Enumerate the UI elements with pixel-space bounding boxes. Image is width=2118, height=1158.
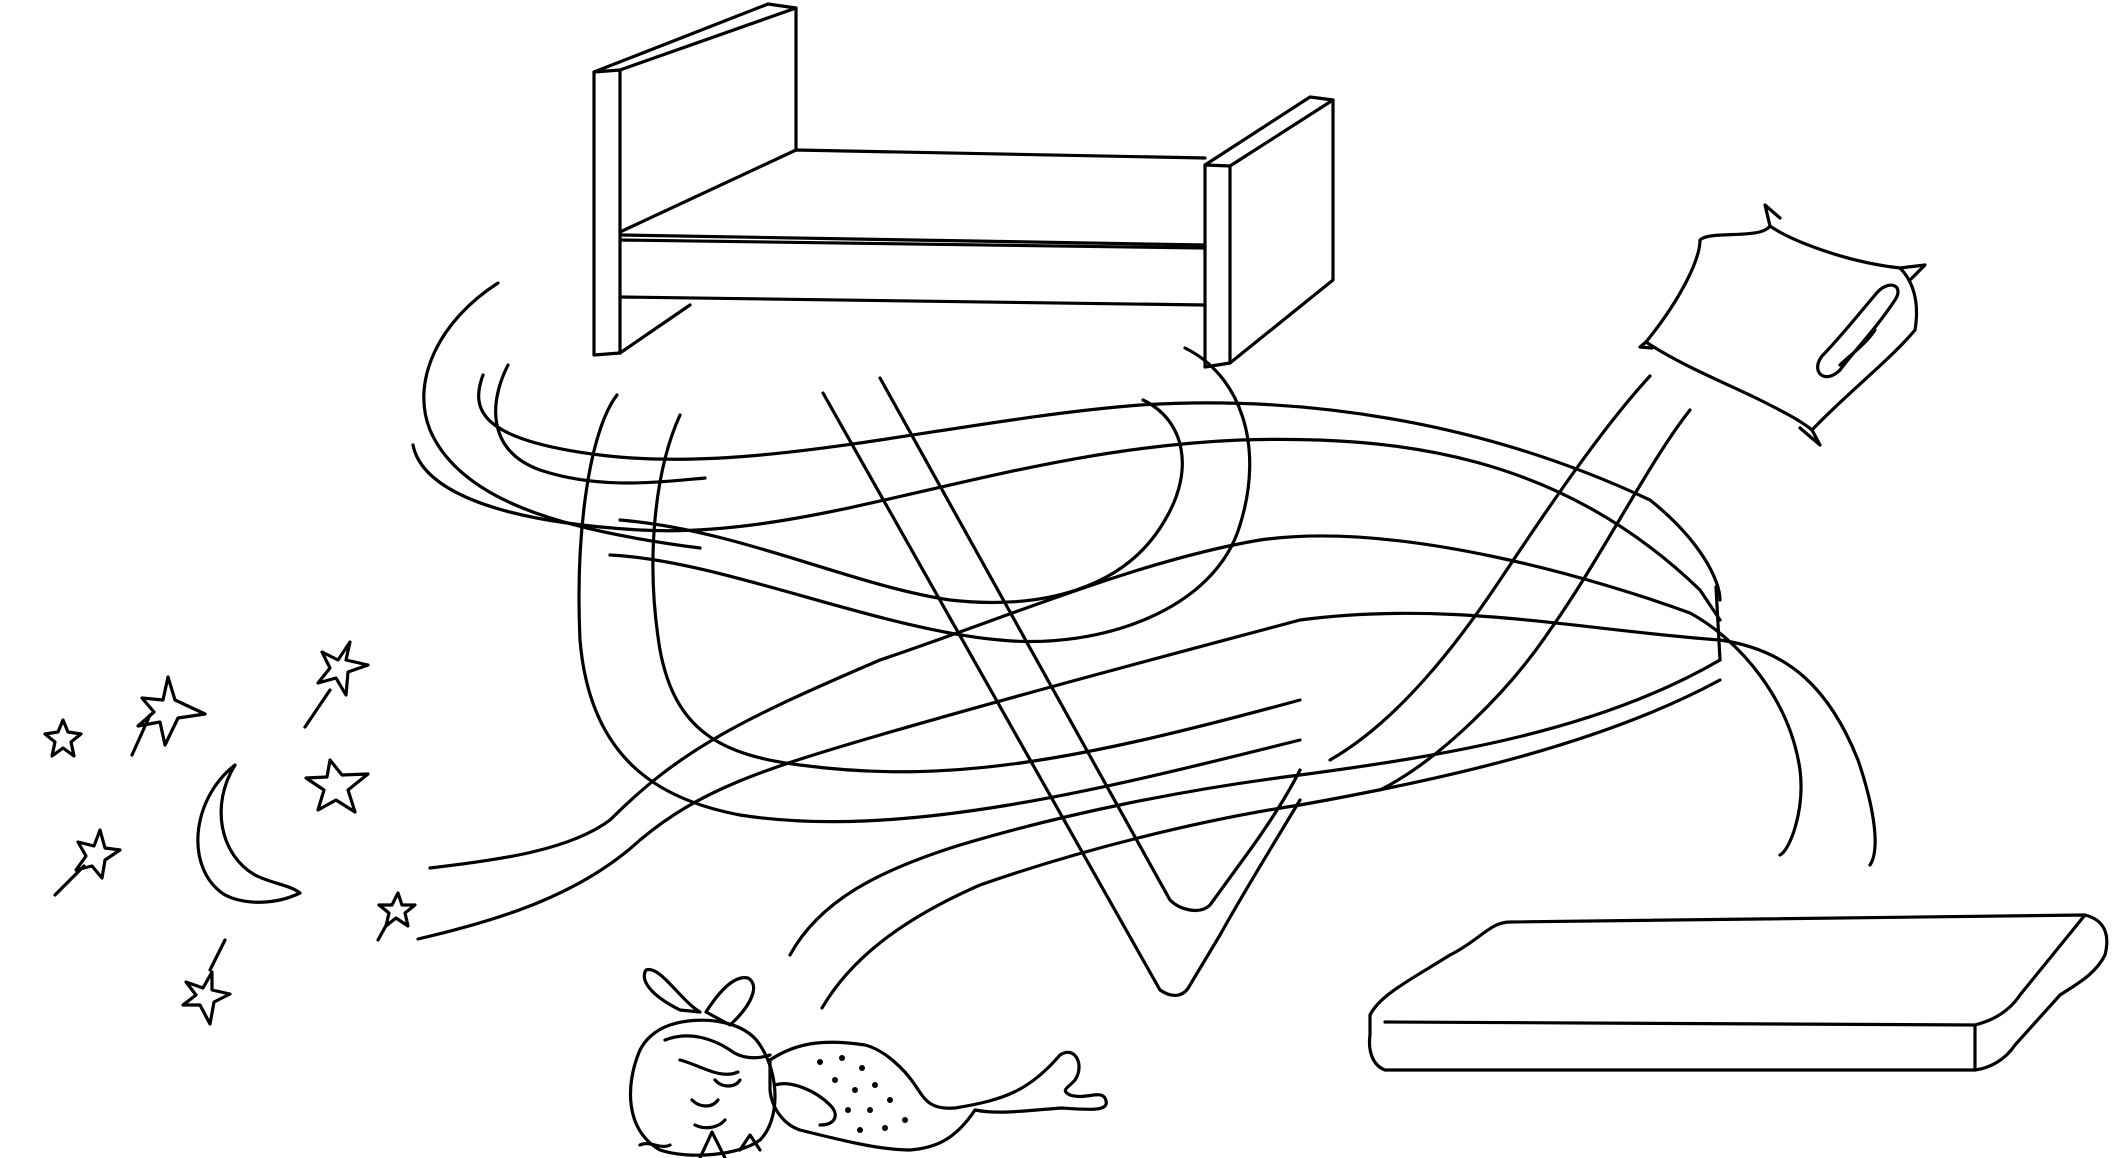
star-icon [377,891,417,928]
star-icon [43,718,83,758]
path-to-pillow [1328,374,1692,792]
star-icon [376,920,390,942]
star-icon [130,713,152,757]
pillow-icon[interactable] [1638,203,1927,447]
bed-frame-icon[interactable] [592,2,1335,369]
moon-and-stars-icon[interactable] [43,640,417,1026]
path-to-bed-right-arc [608,346,1252,644]
star-icon [181,970,232,1026]
sleeping-girl-icon[interactable] [628,968,1108,1158]
star-icon [208,938,227,972]
path-to-bed-inner-arc [577,393,1302,824]
path-to-stars [416,534,1877,941]
star-icon [304,758,370,814]
path-zigzag-v [821,376,1302,998]
star-icon [316,640,370,697]
moon-icon [196,763,302,904]
path-to-mattress [411,373,1722,1010]
star-icon [74,828,122,880]
star-icon [53,864,86,897]
star-icon [303,688,332,729]
star-icon [136,675,207,747]
mattress-icon[interactable] [1367,913,2109,1072]
